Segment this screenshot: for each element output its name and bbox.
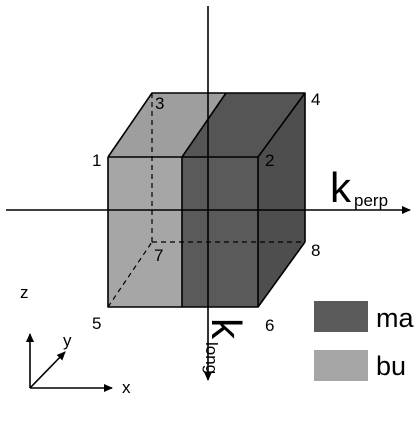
vertex-label-2: 2 (265, 151, 274, 170)
legend-swatch-light (314, 350, 368, 381)
vertex-labels: 1 2 3 4 5 6 7 8 (92, 90, 320, 335)
k-perp-label: k perp (330, 164, 388, 211)
legend-swatch-dark (314, 301, 368, 332)
xyz-axes-icon (26, 333, 113, 392)
vertex-label-5: 5 (92, 314, 101, 333)
legend-label-dark: ma (376, 303, 414, 333)
legend-label-light: bu (376, 351, 406, 381)
y-axis-label: y (63, 331, 72, 350)
k-perp-letter: k (330, 164, 352, 211)
k-long-letter: k (203, 318, 250, 340)
dark-half-side-face (258, 93, 305, 307)
vertex-label-1: 1 (92, 151, 101, 170)
k-long-label: k long (202, 318, 250, 374)
z-axis-label: z (20, 283, 29, 302)
legend: ma bu (314, 301, 414, 381)
x-axis-label: x (122, 378, 131, 397)
k-perp-subscript: perp (354, 191, 388, 210)
vertex-label-6: 6 (265, 316, 274, 335)
vertex-label-4: 4 (311, 90, 320, 109)
vertex-label-8: 8 (311, 241, 320, 260)
dark-region-cube-half (182, 93, 305, 307)
visible-cube-edges (107, 92, 306, 308)
dark-half-top-face (182, 93, 305, 157)
k-long-subscript: long (202, 342, 221, 374)
light-region-cube-half (108, 93, 226, 307)
light-half-front-face (108, 157, 182, 307)
dark-half-front-face (182, 157, 258, 307)
hidden-cube-edges (107, 93, 305, 308)
y-axis-line (29, 351, 66, 389)
vertex-label-7: 7 (154, 246, 163, 265)
vertex-label-3: 3 (155, 94, 164, 113)
light-half-top-face (108, 93, 226, 157)
